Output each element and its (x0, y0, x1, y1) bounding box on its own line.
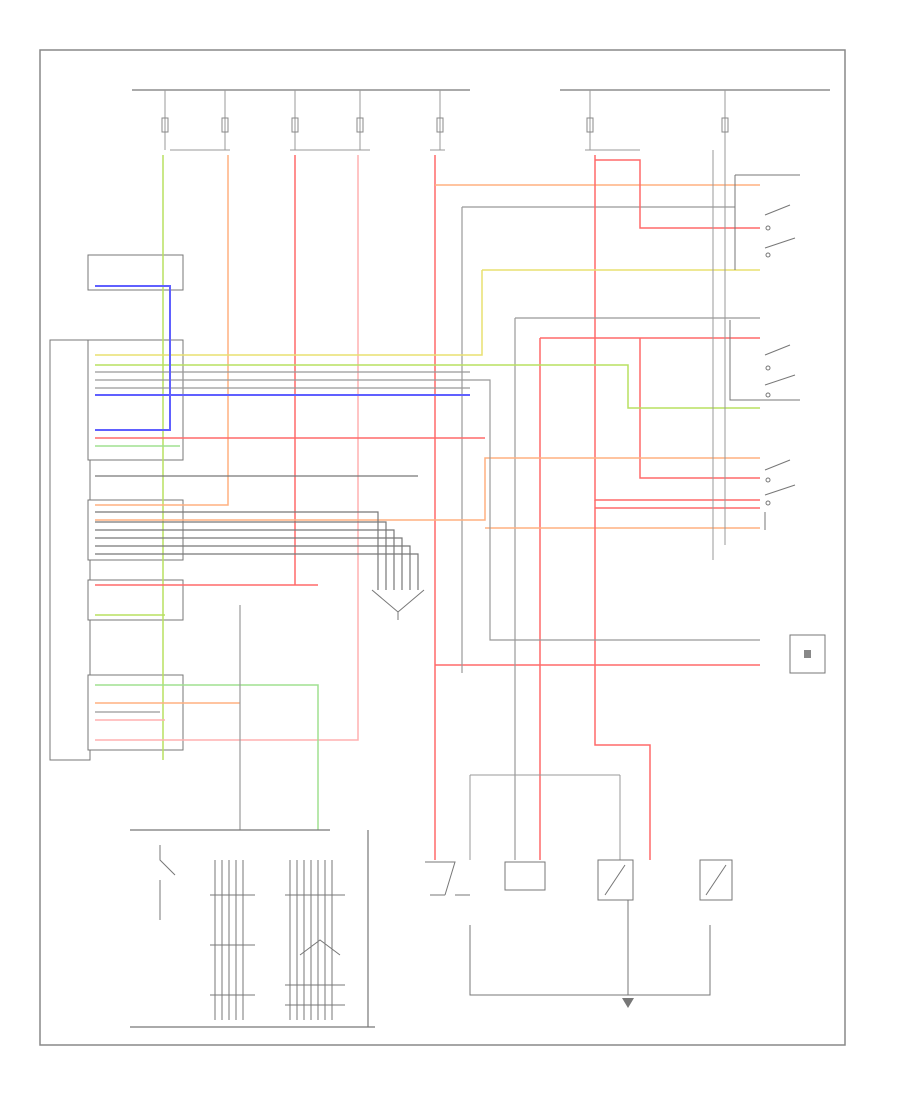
fuse-drops (164, 90, 726, 150)
diagram-frame (39, 49, 846, 1046)
switch-mode-assembly (210, 860, 345, 1020)
hvac-control-module (49, 339, 91, 761)
wire-orange-fan (95, 457, 760, 529)
lower-bus-line (130, 829, 375, 1028)
blower-resistor-core (804, 650, 811, 658)
fuse-symbols (161, 117, 729, 133)
wire-red-fuse5 (434, 155, 760, 860)
module-connector-d (87, 579, 184, 621)
actuator-main (425, 861, 711, 996)
wire-orange-fuse2 (95, 155, 229, 506)
wire-gray-harness (95, 371, 760, 641)
wire-dark-bundle (95, 475, 419, 590)
wire-pink-fuse4 (95, 155, 359, 741)
wire-red-fan (594, 500, 760, 860)
wire-green-relay2 (95, 364, 760, 409)
wire-red-fuse3 (95, 155, 318, 586)
switch-blower (159, 845, 176, 920)
relay-middle (729, 320, 800, 401)
actuator-fresh (699, 859, 733, 901)
wire-red-relay2 (539, 337, 760, 860)
wire-gray-lower (95, 605, 241, 830)
ground-splice (371, 589, 425, 620)
actuator-recirc (597, 859, 634, 995)
wire-green-fuse1 (95, 155, 165, 760)
actuator-harness (469, 774, 621, 860)
relay-lower (764, 459, 796, 530)
relay-vertical-feed (712, 150, 726, 560)
wire-yellow-mid (95, 269, 760, 356)
wire-gray-relay2 (514, 317, 760, 860)
wire-lightgreen-lower (95, 684, 319, 830)
relay-upper (734, 174, 800, 270)
module-connector-b (87, 339, 184, 461)
wire-blue-harness (95, 285, 470, 431)
ground-symbol (622, 998, 634, 1008)
module-connector-a (87, 254, 184, 291)
wire-gray-top (461, 206, 735, 673)
